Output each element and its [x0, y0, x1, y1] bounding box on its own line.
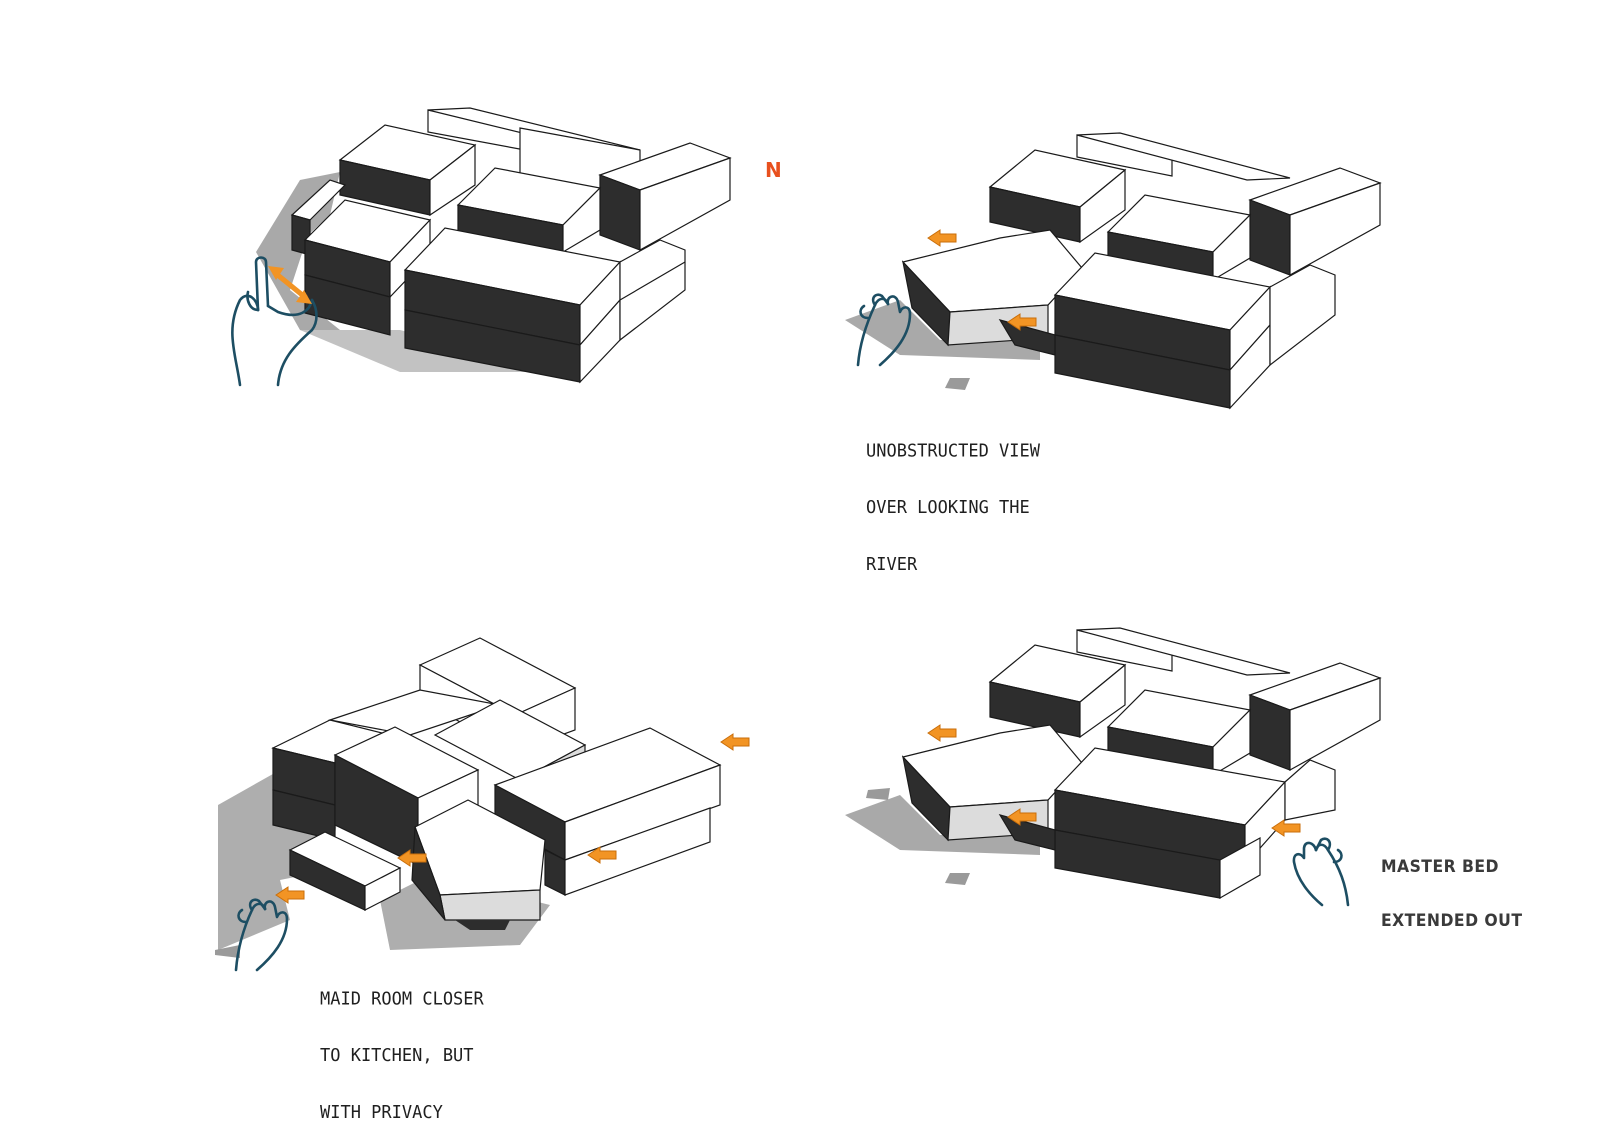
north-indicator: N — [765, 158, 782, 182]
hand-gesture-icon — [1292, 837, 1350, 907]
orange-move-arrow-icon — [927, 229, 957, 247]
panel-2-unobstructed-view — [845, 132, 1382, 410]
caption-line: OVER LOOKING THE — [866, 497, 1030, 519]
orange-resize-arrow-icon — [268, 266, 312, 304]
caption-maid-room: MAID ROOM CLOSER TO KITCHEN, BUT WITH PR… — [320, 952, 484, 1141]
caption-line: WITH PRIVACY — [320, 1102, 443, 1124]
caption-line: MAID ROOM CLOSER — [320, 988, 484, 1010]
panel-3-maid-room — [215, 637, 750, 972]
caption-unobstructed-view: UNOBSTRUCTED VIEW OVER LOOKING THE RIVER — [866, 404, 1040, 593]
panel-4-master-bed — [845, 627, 1382, 907]
caption-line: TO KITCHEN, BUT — [320, 1045, 474, 1067]
orange-move-arrow-icon — [927, 724, 957, 742]
hand-gesture-icon — [856, 293, 912, 367]
caption-line: EXTENDED OUT — [1381, 911, 1523, 931]
panel-1-initial-massing — [231, 107, 732, 387]
massing-diagram — [215, 107, 1382, 972]
orange-move-arrow-icon — [720, 733, 750, 751]
caption-master-bed: MASTER BED EXTENDED OUT — [1381, 822, 1522, 948]
caption-line: UNOBSTRUCTED VIEW — [866, 440, 1040, 462]
caption-line: MASTER BED — [1381, 857, 1499, 877]
hand-gesture-icon — [234, 898, 289, 972]
caption-line: RIVER — [866, 554, 918, 576]
